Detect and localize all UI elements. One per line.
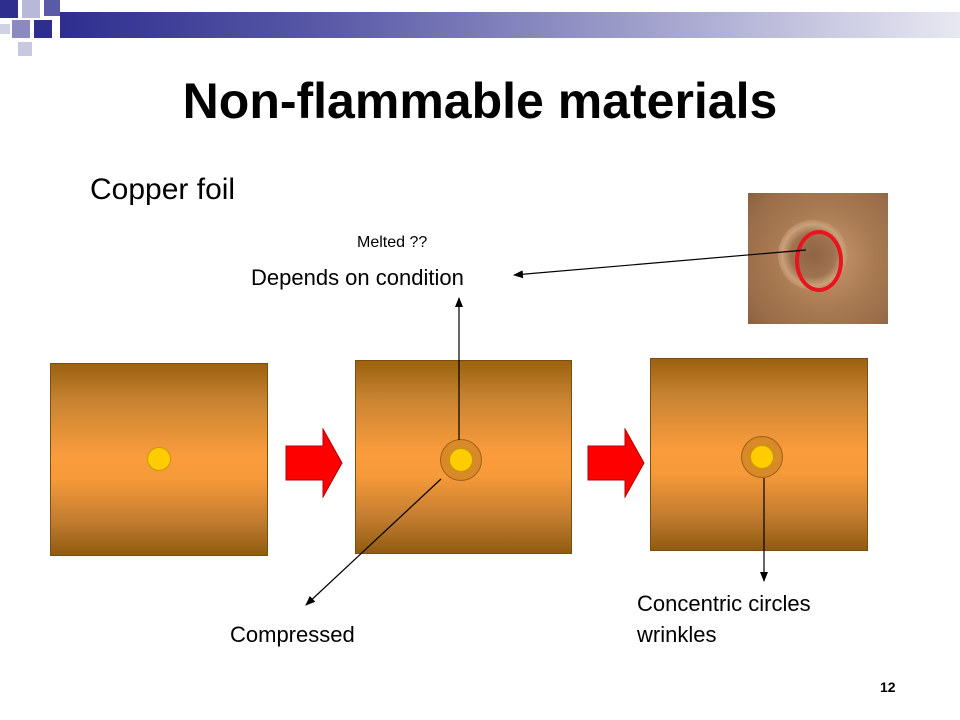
leader-line — [305, 478, 442, 606]
foil-square-compressed — [355, 360, 572, 554]
right-arrow-icon — [587, 428, 645, 498]
header-gradient-bar — [60, 12, 960, 38]
concentric-label: Concentric circles wrinkles — [637, 588, 811, 650]
corner-square — [22, 0, 40, 18]
concentric-label-line1: Concentric circles — [637, 591, 811, 616]
melted-label: Melted ?? — [357, 234, 428, 251]
foil-square-original — [50, 363, 268, 556]
leader-line — [513, 249, 807, 279]
right-arrow-icon — [285, 428, 343, 498]
highlight-ellipse — [795, 230, 843, 292]
corner-square — [0, 0, 18, 18]
foil-square-wrinkled — [650, 358, 868, 551]
foil-sample-photo — [748, 193, 888, 324]
contact-point — [449, 448, 473, 472]
depends-label: Depends on condition — [251, 265, 464, 290]
corner-square — [12, 20, 30, 38]
corner-square — [34, 20, 52, 38]
slide-subtitle: Copper foil — [90, 173, 236, 206]
compressed-ring — [440, 439, 482, 481]
wrinkle-ring-marker — [741, 436, 783, 478]
slide-title: Non-flammable materials — [182, 73, 778, 129]
corner-decoration — [0, 0, 80, 60]
corner-square — [0, 24, 10, 34]
contact-point — [750, 445, 774, 469]
page-number: 12 — [880, 679, 896, 695]
compressed-label: Compressed — [230, 622, 355, 647]
contact-point — [147, 447, 171, 471]
corner-square — [44, 0, 60, 16]
corner-square — [18, 42, 32, 56]
concentric-label-line2: wrinkles — [637, 622, 717, 647]
